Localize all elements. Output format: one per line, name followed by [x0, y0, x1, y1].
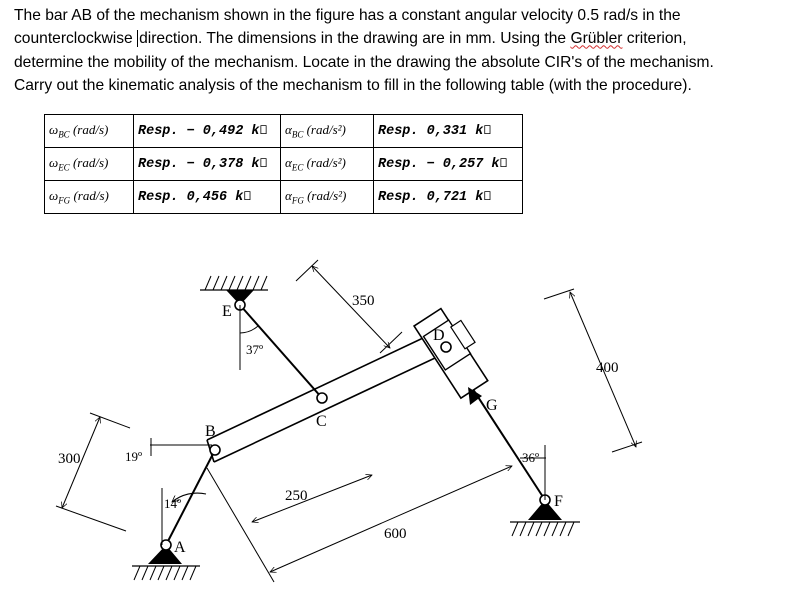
- ground-support-a: [132, 545, 200, 581]
- text-cursor: direction. The dimensions in the drawing…: [137, 30, 571, 48]
- dim-line-300: [55, 412, 131, 532]
- spellcheck-word: Grübler: [570, 30, 623, 48]
- point-label-a: A: [174, 539, 186, 556]
- problem-line-3: determine the mobility of the mechanism.…: [14, 53, 714, 71]
- problem-line-2a: counterclockwise: [14, 30, 138, 48]
- angle-label-36: 36º: [522, 450, 539, 465]
- label-unit: (rad/s²): [303, 188, 347, 204]
- label-sub: BC: [58, 129, 70, 140]
- table-cell-value: Resp. 0,456 k⃗: [133, 180, 281, 214]
- angle-label-19: 19º: [125, 449, 142, 464]
- table-cell-label: αFG (rad/s²): [280, 180, 374, 214]
- results-table: ωBC (rad/s) Resp. − 0,492 k⃗ αBC (rad/s²…: [44, 114, 523, 214]
- table-cell-value: Resp. 0,331 k⃗: [373, 114, 523, 148]
- ground-support-e: [200, 275, 268, 305]
- dim-line-400: [543, 288, 643, 453]
- dim-label-300: 300: [58, 451, 81, 467]
- dim-label-400: 400: [596, 360, 619, 376]
- table-cell-value: Resp. − 0,492 k⃗: [133, 114, 281, 148]
- label-sub: EC: [291, 162, 304, 173]
- point-label-c: C: [316, 413, 327, 430]
- angle-label-14: 14º: [164, 496, 181, 511]
- label-unit: (rad/s): [69, 122, 109, 138]
- ground-support-f: [510, 500, 580, 537]
- slider-pin-g: [468, 387, 482, 405]
- omega-symbol: ω: [49, 188, 59, 204]
- problem-statement: The bar AB of the mechanism shown in the…: [14, 4, 786, 98]
- link-fg: [466, 379, 546, 501]
- dim-label-350: 350: [352, 293, 375, 309]
- dim-label-250: 250: [285, 488, 308, 504]
- dim-line-350: [295, 259, 403, 354]
- alpha-symbol: α: [285, 155, 292, 171]
- joint-c: [316, 392, 328, 404]
- link-ec: [239, 304, 323, 399]
- table-cell-value: Resp. − 0,257 k⃗: [373, 147, 523, 181]
- angle-ref-b: [150, 438, 212, 456]
- point-label-d: D: [433, 327, 445, 344]
- label-sub: BC: [291, 129, 304, 140]
- problem-line-1: The bar AB of the mechanism shown in the…: [14, 7, 681, 24]
- joint-b: [209, 444, 221, 456]
- bar-bd: [206, 329, 453, 463]
- table-cell-label: ωFG (rad/s): [44, 180, 134, 214]
- angle-ref-f: [520, 445, 546, 500]
- point-label-b: B: [205, 423, 216, 440]
- dim-line-250: [252, 475, 372, 522]
- angle-label-37: 37º: [246, 342, 263, 357]
- table-row: ωFG (rad/s) Resp. 0,456 k⃗ αFG (rad/s²) …: [44, 180, 523, 214]
- label-unit: (rad/s²): [303, 155, 346, 171]
- alpha-symbol: α: [285, 122, 292, 138]
- omega-symbol: ω: [49, 155, 59, 171]
- label-unit: (rad/s²): [303, 122, 346, 138]
- link-ab: [165, 449, 216, 546]
- angle-ref-a: [161, 488, 207, 545]
- label-sub: EC: [58, 162, 70, 173]
- point-label-f: F: [554, 493, 563, 510]
- label-sub: FG: [58, 195, 71, 206]
- point-label-e: E: [222, 303, 232, 320]
- dim-line-600: [206, 466, 512, 583]
- dim-label-600: 600: [384, 526, 407, 542]
- label-unit: (rad/s): [69, 155, 109, 171]
- label-sub: FG: [291, 195, 304, 206]
- point-label-g: G: [486, 397, 498, 414]
- problem-line-2: counterclockwise direction. The dimensio…: [14, 27, 786, 50]
- omega-symbol: ω: [49, 122, 59, 138]
- label-unit: (rad/s): [70, 188, 109, 204]
- table-cell-label: αBC (rad/s²): [280, 114, 374, 148]
- problem-line-4: Carry out the kinematic analysis of the …: [14, 77, 692, 95]
- problem-line-2d: criterion,: [622, 30, 687, 48]
- joint-d: [440, 341, 452, 353]
- joint-a: [160, 539, 172, 551]
- alpha-symbol: α: [285, 188, 292, 204]
- table-cell-value: Resp. − 0,378 k⃗: [133, 147, 281, 181]
- table-cell-value: Resp. 0,721 k⃗: [373, 180, 523, 214]
- angle-ref-e: [239, 305, 259, 370]
